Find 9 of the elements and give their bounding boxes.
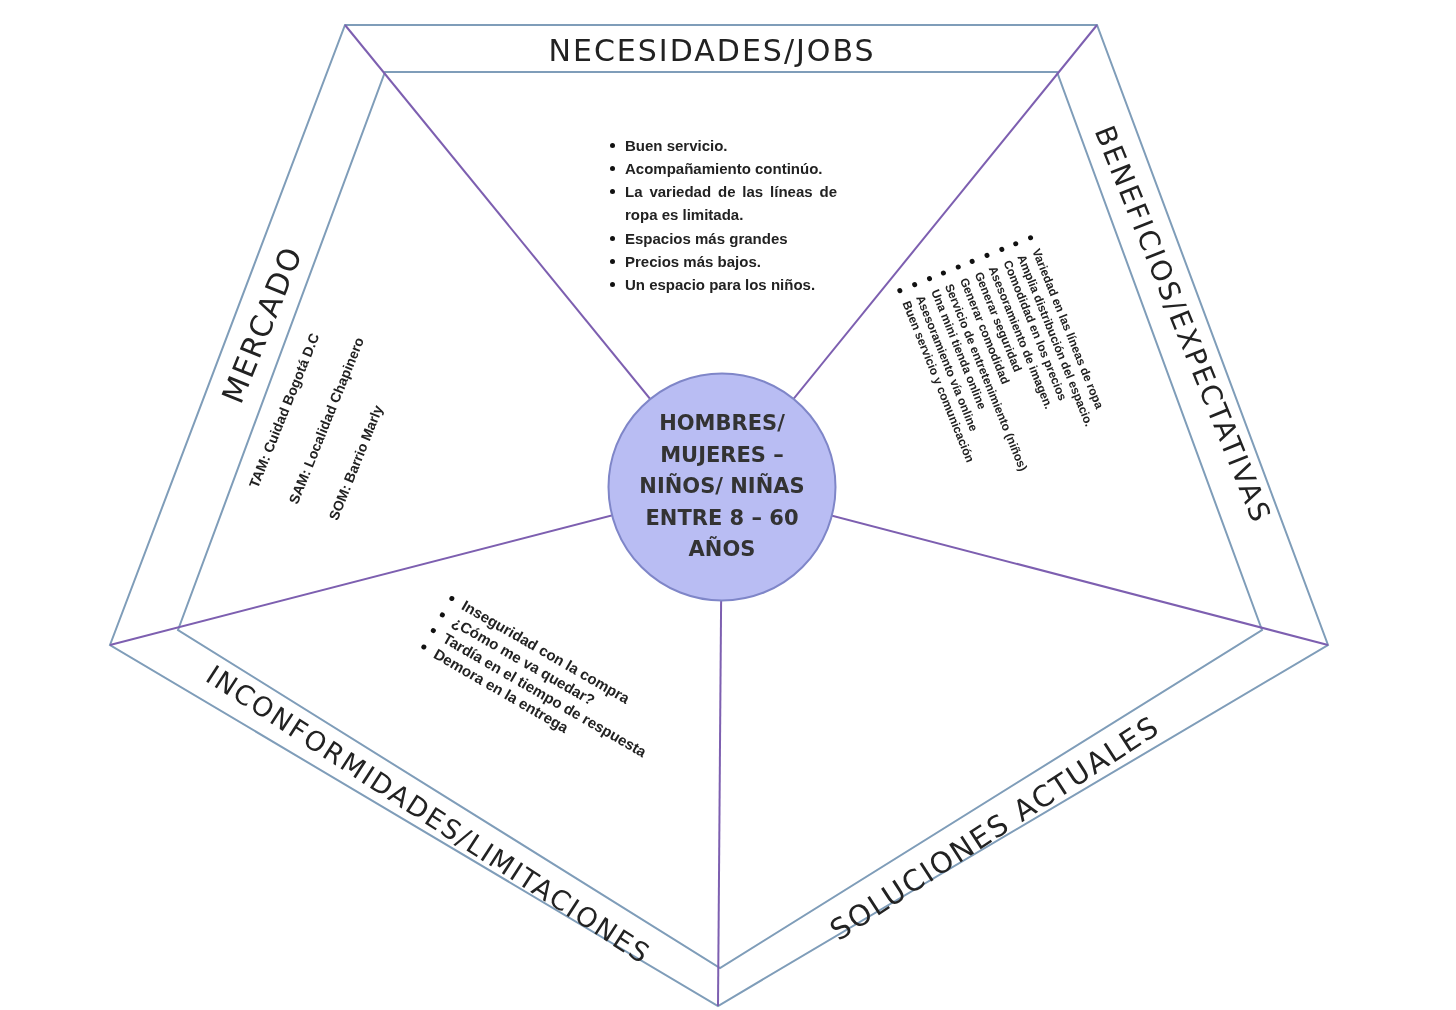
bullet-text: Buen servicio. xyxy=(625,135,729,156)
segment-heading: NECESIDADES/JOBS xyxy=(548,32,876,68)
center-label: HOMBRES/ MUJERES – NIÑOS/ NIÑAS ENTRE 8 – 60 AÑOS xyxy=(638,410,806,563)
bullet-text: La variedad de las líneas de ropa es limitada. xyxy=(625,182,837,226)
bullet-text: Un espacio para los niños. xyxy=(625,275,817,295)
center-circle xyxy=(607,372,837,602)
bullet-text: Espacios más grandes xyxy=(625,228,789,249)
bullet-text: Acompañamiento continúo. xyxy=(625,158,824,179)
bullet-text: Precios más bajos. xyxy=(625,251,762,272)
